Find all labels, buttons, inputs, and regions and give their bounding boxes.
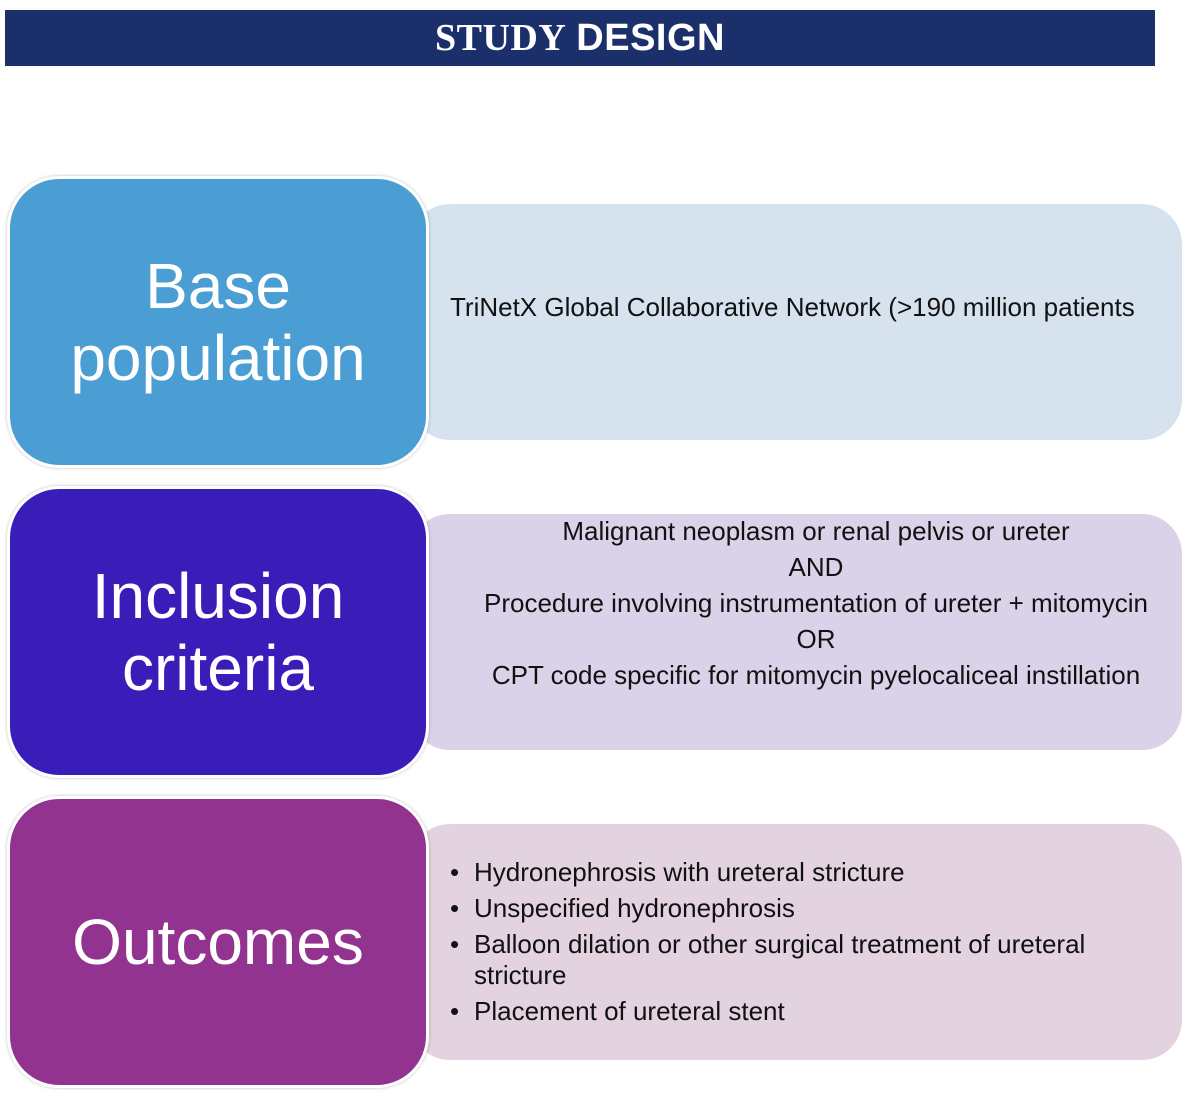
outcome-item-text: Balloon dilation or other surgical treat… xyxy=(474,929,1086,990)
base-population-label-box: Base population xyxy=(7,176,429,468)
outcome-item-text: Placement of ureteral stent xyxy=(474,996,785,1026)
inclusion-criteria-panel: Malignant neoplasm or renal pelvis or ur… xyxy=(410,514,1182,750)
base-population-label-line2: population xyxy=(70,322,366,394)
inclusion-criterion-3: CPT code specific for mitomycin pyelocal… xyxy=(491,660,1141,690)
inclusion-criteria-text: Malignant neoplasm or renal pelvis or ur… xyxy=(460,516,1172,691)
list-item: • Placement of ureteral stent xyxy=(450,996,1150,1027)
outcomes-list: •Hydronephrosis with ureteral stricture … xyxy=(450,857,1150,1032)
outcomes-panel: •Hydronephrosis with ureteral stricture … xyxy=(410,824,1182,1060)
title-word-design: DESIGN xyxy=(576,16,725,59)
inclusion-connector-and: AND xyxy=(788,552,844,582)
inclusion-criteria-label-line1: Inclusion xyxy=(91,560,345,632)
outcome-item-text: Unspecified hydronephrosis xyxy=(474,893,795,923)
base-population-panel: TriNetX Global Collaborative Network (>1… xyxy=(410,204,1182,440)
outcome-item-text: Hydronephrosis with ureteral stricture xyxy=(474,857,905,887)
inclusion-criteria-label-line2: criteria xyxy=(121,632,315,704)
title-banner: STUDY DESIGN xyxy=(5,10,1155,66)
base-population-label-line1: Base xyxy=(145,250,291,322)
bullet-icon: • xyxy=(450,857,460,887)
title-word-study: STUDY xyxy=(434,17,567,59)
bullet-icon: • xyxy=(450,929,460,959)
inclusion-criteria-label-box: Inclusion criteria xyxy=(7,486,429,778)
bullet-icon: • xyxy=(450,893,460,923)
inclusion-criterion-2: Procedure involving instrumentation of u… xyxy=(483,588,1149,618)
base-population-text: TriNetX Global Collaborative Network (>1… xyxy=(450,292,1135,322)
bullet-icon: • xyxy=(450,996,460,1026)
outcomes-label: Outcomes xyxy=(72,906,364,978)
inclusion-connector-or: OR xyxy=(796,624,836,654)
inclusion-criterion-1: Malignant neoplasm or renal pelvis or ur… xyxy=(562,516,1070,546)
list-item: • Hydronephrosis with ureteral stricture xyxy=(450,857,1150,888)
outcomes-label-box: Outcomes xyxy=(7,796,429,1088)
list-item: • Balloon dilation or other surgical trea… xyxy=(450,929,1150,991)
list-item: • Unspecified hydronephrosis xyxy=(450,893,1150,924)
